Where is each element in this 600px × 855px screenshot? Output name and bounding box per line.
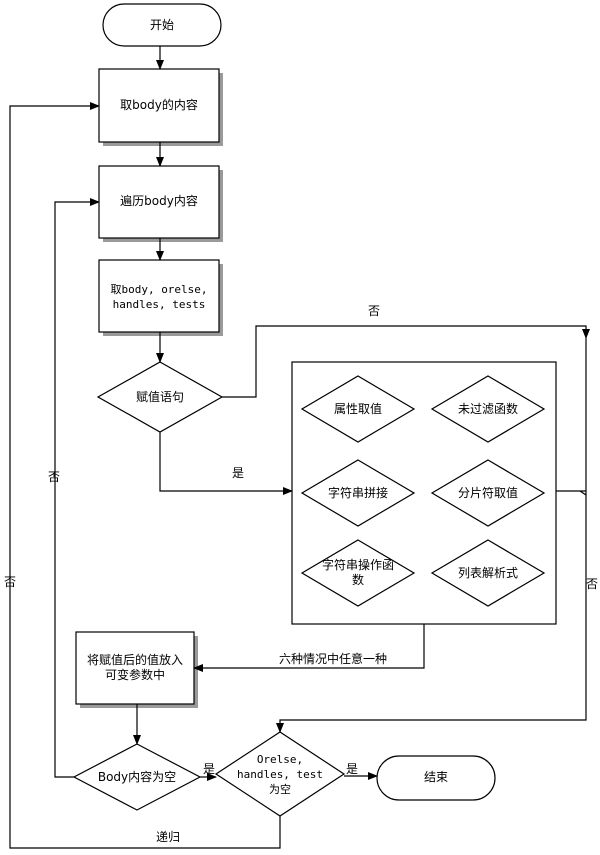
put-param-label: 将赋值后的值放入 可变参数中 bbox=[86, 653, 183, 682]
slice-value-label: 分片符取值 bbox=[457, 486, 518, 500]
traverse-body-box bbox=[98, 165, 223, 242]
traverse-body-label: 遍历body内容 bbox=[120, 194, 198, 208]
any-of-six-label: 六种情况中任意一种 bbox=[278, 652, 387, 666]
recursion-label: 递归 bbox=[155, 830, 180, 844]
list-comp-label: 列表解析式 bbox=[457, 566, 518, 580]
assign-yes-label: 是 bbox=[231, 466, 244, 480]
string-concat-diamond bbox=[300, 459, 416, 527]
get-body-box bbox=[98, 68, 223, 146]
start-terminal bbox=[102, 3, 222, 47]
orelse-yes-label: 是 bbox=[345, 762, 358, 776]
start-label: 开始 bbox=[149, 18, 174, 32]
unfiltered-func-diamond bbox=[430, 375, 546, 443]
attr-value-label: 属性取值 bbox=[333, 402, 382, 416]
end-label: 结束 bbox=[423, 770, 448, 784]
list-comp-diamond bbox=[430, 539, 546, 607]
body-empty-decision bbox=[72, 743, 202, 811]
slice-value-diamond bbox=[430, 459, 546, 527]
get-body-label: 取body的内容 bbox=[120, 98, 198, 112]
assign-no-label: 否 bbox=[367, 304, 380, 318]
unfiltered-func-label: 未过滤函数 bbox=[457, 402, 518, 416]
body-empty-label: Body内容为空 bbox=[97, 770, 177, 784]
assign-label: 赋值语句 bbox=[135, 390, 184, 404]
string-func-label: 字符串操作函 数 bbox=[321, 558, 394, 587]
outer-no-label: 否 bbox=[3, 575, 16, 589]
six-cases-container bbox=[291, 361, 557, 625]
connectors bbox=[9, 46, 590, 849]
right-no-label: 否 bbox=[585, 577, 598, 591]
orelse-empty-label: Orelse, handles, test 为空 bbox=[236, 753, 324, 796]
loop-no-label: 否 bbox=[47, 470, 60, 484]
string-concat-label: 字符串拼接 bbox=[327, 486, 388, 500]
string-func-diamond bbox=[300, 539, 416, 607]
get-fields-label: 取body, orelse, handles, tests bbox=[110, 283, 208, 311]
put-param-box bbox=[75, 631, 198, 708]
attr-value-diamond bbox=[300, 375, 416, 443]
body-empty-yes-label: 是 bbox=[202, 762, 215, 776]
